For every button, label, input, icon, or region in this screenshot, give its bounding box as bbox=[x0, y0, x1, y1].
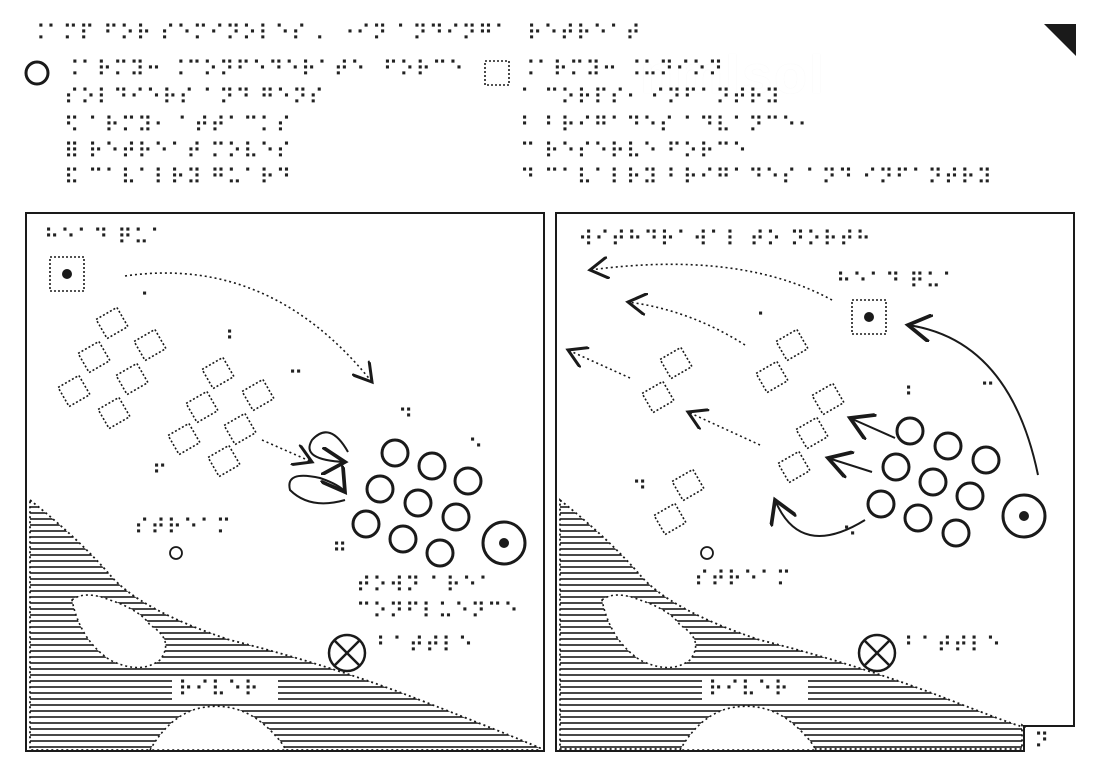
right-label-a: ⠁ bbox=[756, 309, 773, 333]
legend-union-symbol bbox=[484, 60, 510, 86]
right-stream-label: ⠎⠞⠗⠑⠁⠍ bbox=[694, 567, 793, 591]
legend-right-header: ⠨⠁⠗⠍⠽⠒ ⠨⠥⠝⠊⠕⠝ bbox=[520, 57, 725, 81]
left-stream-marker bbox=[169, 546, 183, 560]
right-union-blocks bbox=[641, 328, 845, 536]
legend-right-item-3: ⠉ ⠗⠑⠎⠑⠗⠧⠑ ⠋⠕⠗⠉⠑ bbox=[520, 139, 749, 163]
left-label-g: ⠛ bbox=[332, 539, 349, 563]
watermark: nmlsol bbox=[640, 45, 827, 105]
left-confederate-army bbox=[351, 438, 483, 568]
right-river-label: ⠗⠊⠧⠑⠗ bbox=[708, 677, 790, 701]
left-river bbox=[29, 498, 541, 751]
right-panel bbox=[555, 212, 1075, 752]
right-corner-label: ⠝ bbox=[1034, 729, 1051, 753]
left-stream-label: ⠎⠞⠗⠑⠁⠍ bbox=[134, 515, 233, 539]
right-stream-marker bbox=[700, 546, 714, 560]
legend-left-item-4: ⠯ ⠉⠁⠧⠁⠇⠗⠽ ⠛⠥⠁⠗⠙ bbox=[64, 165, 293, 189]
right-battle-cross-icon bbox=[857, 633, 897, 673]
legend-confederate-symbol bbox=[24, 60, 50, 86]
legend-left-header: ⠨⠁⠗⠍⠽⠒ ⠨⠉⠕⠝⠋⠑⠙⠑⠗⠁⠞⠑⠀⠋⠕⠗⠉⠑ bbox=[64, 57, 465, 81]
right-confederate-army bbox=[866, 416, 1001, 548]
left-island bbox=[71, 594, 167, 669]
left-union-group-1 bbox=[57, 306, 167, 430]
left-panel bbox=[25, 212, 545, 752]
left-union-group-2 bbox=[167, 356, 275, 478]
left-town-label: ⠞⠕⠺⠝ ⠁⠗⠑⠁ bbox=[356, 573, 495, 597]
left-river-label: ⠗⠊⠧⠑⠗ bbox=[178, 677, 260, 701]
left-label-a: ⠁ bbox=[140, 289, 157, 313]
right-hq-label: ⠓⠑⠁⠙ ⠟⠥⠁ bbox=[836, 269, 959, 293]
left-label-c: ⠉ bbox=[288, 367, 305, 391]
right-river bbox=[559, 498, 1026, 750]
corner-triangle-icon bbox=[1044, 24, 1076, 56]
right-battle-label: ⠃⠁⠞⠞⠇⠑ bbox=[904, 633, 1003, 657]
legend-left-item-1: ⠎⠕⠇⠙⠊⠑⠗⠎ ⠁⠝⠙ ⠛⠑⠝⠎ bbox=[64, 85, 326, 109]
legend-right-item-2: ⠃ ⠃⠗⠊⠛⠁⠙⠑⠎ ⠁⠙⠧⠁⠝⠉⠑⠂ bbox=[520, 113, 814, 137]
left-town-label-2: ⠉⠕⠝⠋⠇⠥⠑⠝⠉⠑ bbox=[356, 599, 520, 623]
right-hq-square bbox=[851, 299, 887, 335]
legend-left-item-3: ⠿ ⠗⠑⠞⠗⠑⠁⠞ ⠍⠕⠧⠑⠎ bbox=[64, 139, 293, 163]
right-label-b: ⠃ bbox=[904, 383, 921, 407]
left-hq-square bbox=[49, 256, 85, 292]
right-label-c: ⠉ bbox=[980, 379, 997, 403]
legend-right-item-1: ⠁ ⠉⠕⠗⠏⠎⠂ ⠊⠝⠋⠁⠝⠞⠗⠽ bbox=[520, 85, 782, 109]
left-hq-dot bbox=[62, 269, 72, 279]
legend-left-item-2: ⠫ ⠁⠗⠍⠽⠂ ⠁⠞⠞⠁⠉⠅⠎ bbox=[64, 113, 293, 137]
left-hq-label: ⠓⠑⠁⠙ ⠟⠥⠁ bbox=[44, 225, 167, 249]
right-island bbox=[601, 594, 697, 669]
left-label-e: ⠑ bbox=[468, 435, 485, 459]
left-label-f: ⠋ bbox=[152, 461, 169, 485]
left-battle-cross-icon bbox=[327, 633, 367, 673]
left-battle-label: ⠃⠁⠞⠞⠇⠑ bbox=[376, 633, 475, 657]
map-title: ⠨⠁⠍⠏ ⠋⠕⠗ ⠎⠑⠍⠊⠝⠕⠇⠑⠎ ⠄ ⠐⠊⠝ ⠁⠝⠙⠊⠝⠛⠁⠀⠗⠑⠞⠗⠑⠁⠞ bbox=[30, 21, 642, 45]
left-label-b: ⠃ bbox=[225, 327, 242, 351]
legend-right-item-4: ⠙ ⠉⠁⠧⠁⠇⠗⠽ ⠃⠗⠊⠛⠁⠙⠑⠎ ⠁⠝⠙ ⠊⠝⠋⠁⠝⠞⠗⠽ bbox=[520, 165, 993, 189]
right-label-d: ⠙ bbox=[632, 477, 649, 501]
left-label-d: ⠙ bbox=[398, 405, 415, 429]
left-confederate-hq bbox=[481, 520, 527, 566]
right-confederate-hq bbox=[1001, 493, 1047, 539]
right-label-e: ⠑ bbox=[842, 523, 859, 547]
right-withdraw-label: ⠺⠊⠞⠓⠙⠗⠁⠺⠁⠇ ⠞⠕ ⠝⠕⠗⠞⠓ bbox=[578, 227, 872, 251]
